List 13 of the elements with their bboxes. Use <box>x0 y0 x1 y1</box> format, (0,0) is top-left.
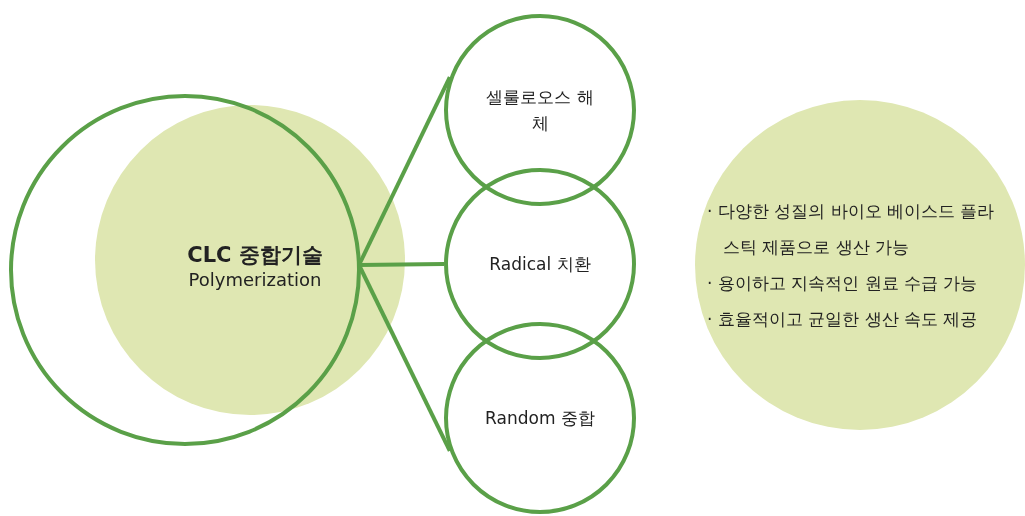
outlined-circle <box>444 168 636 360</box>
title-text: CLC 중합기술 <box>187 241 323 269</box>
outlined-circle <box>9 94 361 446</box>
bullet-text: · 다양한 성질의 바이오 베이스드 플라스틱 제품으로 생산 가능 <box>707 200 996 259</box>
connector-line <box>358 262 445 267</box>
outlined-circle <box>444 322 636 514</box>
bullet-text: · 효율적이고 균일한 생산 속도 제공 <box>707 308 979 331</box>
circle-label: Radical 치환 <box>488 253 592 276</box>
bullet-text: · 용이하고 지속적인 원료 수급 가능 <box>707 272 979 295</box>
outlined-circle <box>444 14 636 206</box>
circle-label: Random 중합 <box>485 407 595 430</box>
subtitle-text: Polymerization <box>188 268 322 290</box>
circle-label: 셀룰로오스 해체 <box>485 86 595 135</box>
